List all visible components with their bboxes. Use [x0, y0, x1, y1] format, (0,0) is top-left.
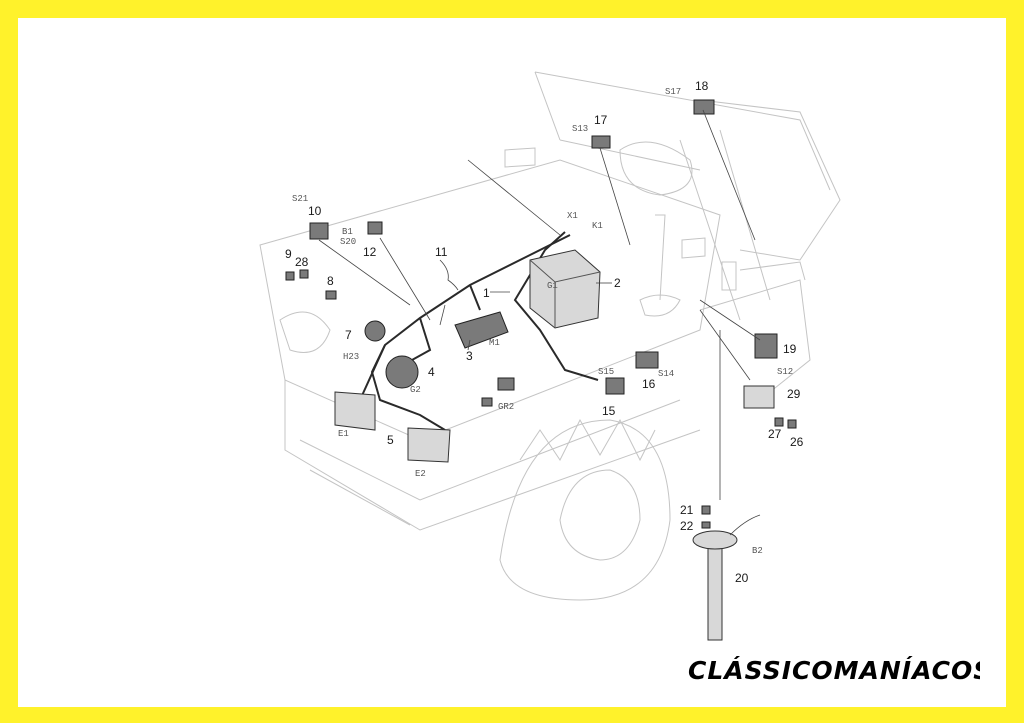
fuel-sender-flange	[692, 530, 738, 550]
code-S15: S15	[598, 367, 614, 377]
headlight-right	[407, 427, 451, 463]
callout-28: 28	[295, 255, 309, 269]
starter-motor	[454, 311, 509, 349]
code-X1: X1	[567, 211, 578, 221]
tractor-outline	[259, 71, 841, 601]
code-K1: K1	[592, 221, 603, 231]
callout-11: 11	[435, 245, 448, 259]
callout-2: 2	[614, 276, 621, 290]
sensor-12	[367, 221, 383, 235]
callout-26: 26	[790, 435, 804, 449]
code-E2: E2	[415, 469, 426, 479]
callout-5: 5	[387, 433, 394, 447]
fuel-sender-tube	[707, 547, 723, 641]
callout-22: 22	[680, 519, 694, 533]
switch-15	[605, 377, 625, 395]
switch-18	[693, 99, 715, 115]
callout-16: 16	[642, 377, 656, 391]
callout-1: 1	[483, 286, 490, 300]
switch-16	[635, 351, 659, 369]
component-codes: S17 S13 S21 S20 B1 X1 K1 G1 M1 H23 G2 GR…	[292, 87, 793, 556]
code-H23: H23	[343, 352, 359, 362]
callout-10: 10	[308, 204, 322, 218]
nut-9	[285, 271, 295, 281]
callouts: 1 2 3 4 5 7 8 9 10 11 12 15 16 17 18 19 …	[285, 79, 804, 585]
code-G1: G1	[547, 281, 558, 291]
callout-3: 3	[466, 349, 473, 363]
callout-27: 27	[768, 427, 782, 441]
callout-17: 17	[594, 113, 608, 127]
components	[285, 99, 797, 641]
leader-lines	[318, 109, 761, 500]
battery	[529, 249, 601, 329]
screw-8	[325, 290, 337, 300]
code-S12: S12	[777, 367, 793, 377]
callout-18: 18	[695, 79, 709, 93]
code-GR2: GR2	[498, 402, 514, 412]
screw-26	[787, 419, 797, 429]
code-S13: S13	[572, 124, 588, 134]
callout-9: 9	[285, 247, 292, 261]
callout-20: 20	[735, 571, 749, 585]
alternator	[385, 355, 419, 389]
callout-8: 8	[327, 274, 334, 288]
screw-21	[701, 505, 711, 515]
callout-21: 21	[680, 503, 694, 517]
code-B2: B2	[752, 546, 763, 556]
code-S20: S20	[340, 237, 356, 247]
callout-12: 12	[363, 245, 377, 259]
code-S14: S14	[658, 369, 674, 379]
washer-27	[774, 417, 784, 427]
code-E1: E1	[338, 429, 349, 439]
switch-10	[309, 222, 329, 240]
switch-17	[591, 135, 611, 149]
code-M1: M1	[489, 338, 500, 348]
code-G2: G2	[410, 385, 421, 395]
watermark-brand: CLÁSSICOMANÍACOS	[688, 656, 980, 685]
callout-15: 15	[602, 404, 616, 418]
callout-29: 29	[787, 387, 801, 401]
headlight-left	[334, 391, 376, 431]
connector-gr2	[497, 377, 515, 391]
horn	[364, 320, 386, 342]
washer-22	[701, 521, 711, 529]
code-S21: S21	[292, 194, 308, 204]
relay-29	[743, 385, 775, 409]
callout-4: 4	[428, 365, 435, 379]
code-S17: S17	[665, 87, 681, 97]
code-B1: B1	[342, 227, 353, 237]
callout-19: 19	[783, 342, 797, 356]
screw-28	[299, 269, 309, 279]
switch-19	[754, 333, 778, 359]
callout-7: 7	[345, 328, 352, 342]
bolt	[481, 397, 493, 407]
